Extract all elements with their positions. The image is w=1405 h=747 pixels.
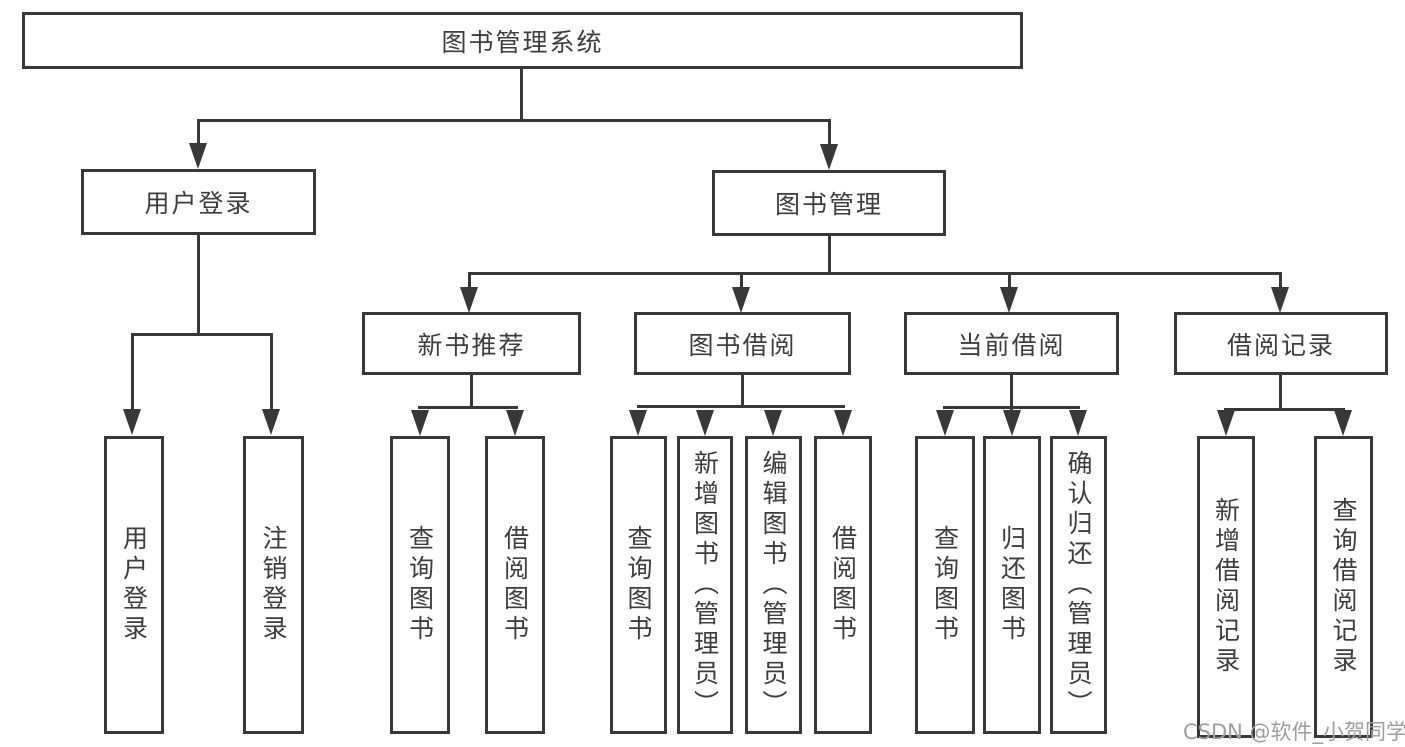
connector-newbooks-drop xyxy=(468,272,471,288)
connector-newbooks-splitter xyxy=(418,406,518,409)
arrowhead-bb-borrow xyxy=(834,410,852,436)
arrowhead-book-mgmt xyxy=(820,144,838,170)
connector-bookmgmt-down xyxy=(828,236,831,274)
connector-logout-leaf-drop xyxy=(270,333,273,410)
connector-bookborrow-down xyxy=(741,375,744,407)
connector-newbooks-down xyxy=(470,375,473,408)
csdn-watermark: CSDN @软件_小贺同学 xyxy=(1183,720,1405,744)
leaf-records-query-record: 查询借阅记录 xyxy=(1314,436,1373,738)
node-root: 图书管理系统 xyxy=(22,12,1023,69)
node-current-borrow: 当前借阅 xyxy=(904,312,1119,375)
connector-bookborrow-splitter xyxy=(637,405,845,408)
node-book-management: 图书管理 xyxy=(712,170,946,236)
arrowhead-nb-query xyxy=(411,410,429,436)
node-borrow-records: 借阅记录 xyxy=(1174,312,1388,375)
arrowhead-bb-add xyxy=(696,410,714,436)
leaf-logout: 注销登录 xyxy=(243,436,304,734)
leaf-current-query-books: 查询图书 xyxy=(915,436,975,734)
connector-root-drop xyxy=(520,69,523,121)
connector-userlogin-drop xyxy=(197,119,200,147)
leaf-user-login: 用户登录 xyxy=(104,436,164,734)
leaf-current-return-books: 归还图书 xyxy=(983,436,1041,734)
leaf-borrow-edit-books-admin: 编辑图书（管理员） xyxy=(745,436,802,734)
arrowhead-rec-query xyxy=(1334,410,1352,436)
connector-userlogin-down xyxy=(197,235,200,335)
connector-userlogin-splitter xyxy=(131,333,273,336)
leaf-borrow-add-books-admin: 新增图书（管理员） xyxy=(677,436,733,734)
arrowhead-cur-query xyxy=(936,410,954,436)
connector-currentborrow-splitter xyxy=(943,406,1080,409)
arrowhead-new-books xyxy=(460,287,478,313)
connector-records-splitter xyxy=(1224,408,1345,411)
connector-currentborrow-drop xyxy=(1008,272,1011,288)
node-user-login: 用户登录 xyxy=(81,169,316,235)
leaf-current-confirm-return-admin: 确认归还（管理员） xyxy=(1050,436,1107,734)
leaf-borrow-borrow-books: 借阅图书 xyxy=(814,436,872,734)
arrowhead-bb-edit xyxy=(764,410,782,436)
arrowhead-nb-borrow xyxy=(506,410,524,436)
arrowhead-borrow-records xyxy=(1271,287,1289,313)
arrowhead-leaf-logout xyxy=(262,409,280,435)
node-new-book-recommend: 新书推荐 xyxy=(362,312,581,375)
leaf-borrow-query-books: 查询图书 xyxy=(610,436,667,734)
connector-level2-splitter xyxy=(197,119,831,122)
leaf-newbooks-query-books: 查询图书 xyxy=(390,436,450,734)
arrowhead-bb-query xyxy=(629,410,647,436)
arrowhead-rec-add xyxy=(1217,410,1235,436)
connector-records-down xyxy=(1279,375,1282,410)
arrowhead-leaf-user-login xyxy=(123,409,141,435)
leaf-newbooks-borrow-books: 借阅图书 xyxy=(485,436,545,734)
connector-records-drop xyxy=(1279,272,1282,288)
arrowhead-user-login xyxy=(189,143,207,169)
connector-bookmgmt-drop xyxy=(828,119,831,147)
arrowhead-book-borrow xyxy=(732,287,750,313)
arrowhead-current-borrow xyxy=(1000,287,1018,313)
leaf-records-add-record: 新增借阅记录 xyxy=(1197,436,1255,738)
connector-login-leaf-drop xyxy=(131,333,134,410)
node-book-borrow: 图书借阅 xyxy=(634,312,851,375)
connector-level3-splitter xyxy=(468,272,1282,275)
connector-bookborrow-drop xyxy=(740,272,743,288)
connector-currentborrow-down xyxy=(1010,375,1013,410)
arrowhead-cur-confirm xyxy=(1069,410,1087,436)
arrowhead-cur-return xyxy=(1003,410,1021,436)
